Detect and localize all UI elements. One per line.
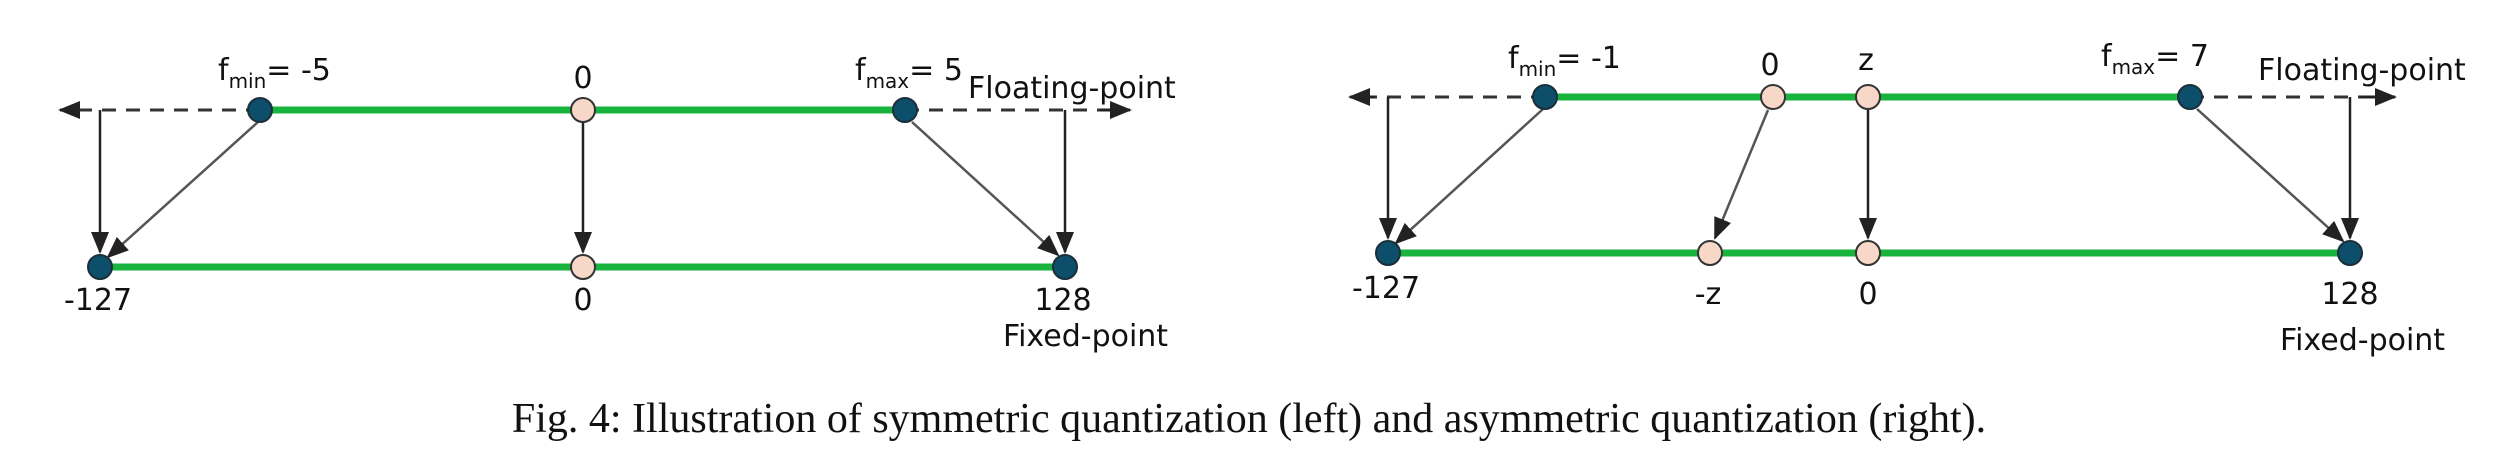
mapping-arrow-fmin (106, 121, 259, 259)
fixed-min-dot (87, 254, 113, 280)
fmax-label-r: fmax= 7 (2101, 39, 2209, 79)
figure-caption: Fig. 4: Illustration of symmetric quanti… (511, 396, 1987, 442)
fixed-max-dot (1052, 254, 1078, 280)
fixed-max-label: 128 (1034, 283, 1091, 318)
float-axis-label-r: Floating-point (2258, 53, 2466, 88)
fixed-max-dot-r (2337, 240, 2363, 266)
fmax-label: fmax= 5 (855, 53, 963, 93)
fmax-dot-r (2177, 84, 2203, 110)
mapping-arrow-fmax-r (2196, 108, 2345, 243)
quantization-diagram: fmin= -5 0 fmax= 5 Floating-point -127 0… (58, 39, 2466, 358)
float-axis-label: Floating-point (968, 71, 1176, 106)
fixed-zero-label-r: 0 (1858, 277, 1877, 312)
zero-float-label-r: 0 (1760, 48, 1779, 83)
asymmetric-quantization-panel: fmin= -1 0 z fmax= 7 Floating-point -127… (1348, 39, 2466, 358)
z-label-r: z (1858, 43, 1874, 78)
fixed-zero-dot (570, 254, 596, 280)
mapping-arrow-fmin-r (1394, 108, 1544, 245)
fmin-label: fmin= -5 (218, 53, 331, 93)
fixed-min-label-r: -127 (1352, 271, 1420, 306)
neg-z-label-r: -z (1695, 277, 1722, 312)
fixed-axis-label: Fixed-point (1003, 319, 1168, 354)
zero-float-dot-r (1760, 84, 1786, 110)
fmin-dot-r (1532, 84, 1558, 110)
fixed-zero-dot-r (1855, 240, 1881, 266)
fmax-dot (892, 97, 918, 123)
zero-float-label: 0 (573, 61, 592, 96)
mapping-arrow-fmax (911, 121, 1060, 257)
fmin-label-r: fmin= -1 (1508, 41, 1621, 81)
fmin-dot (247, 97, 273, 123)
symmetric-quantization-panel: fmin= -5 0 fmax= 5 Floating-point -127 0… (58, 53, 1176, 354)
fixed-max-label-r: 128 (2321, 277, 2378, 312)
fixed-min-label: -127 (64, 283, 132, 318)
zero-float-dot (570, 97, 596, 123)
neg-z-dot-r (1697, 240, 1723, 266)
fixed-axis-label-r: Fixed-point (2280, 323, 2445, 358)
mapping-arrow-zero-r (1713, 109, 1770, 240)
fixed-min-dot-r (1375, 240, 1401, 266)
fixed-zero-label: 0 (573, 283, 592, 318)
z-float-dot-r (1855, 84, 1881, 110)
